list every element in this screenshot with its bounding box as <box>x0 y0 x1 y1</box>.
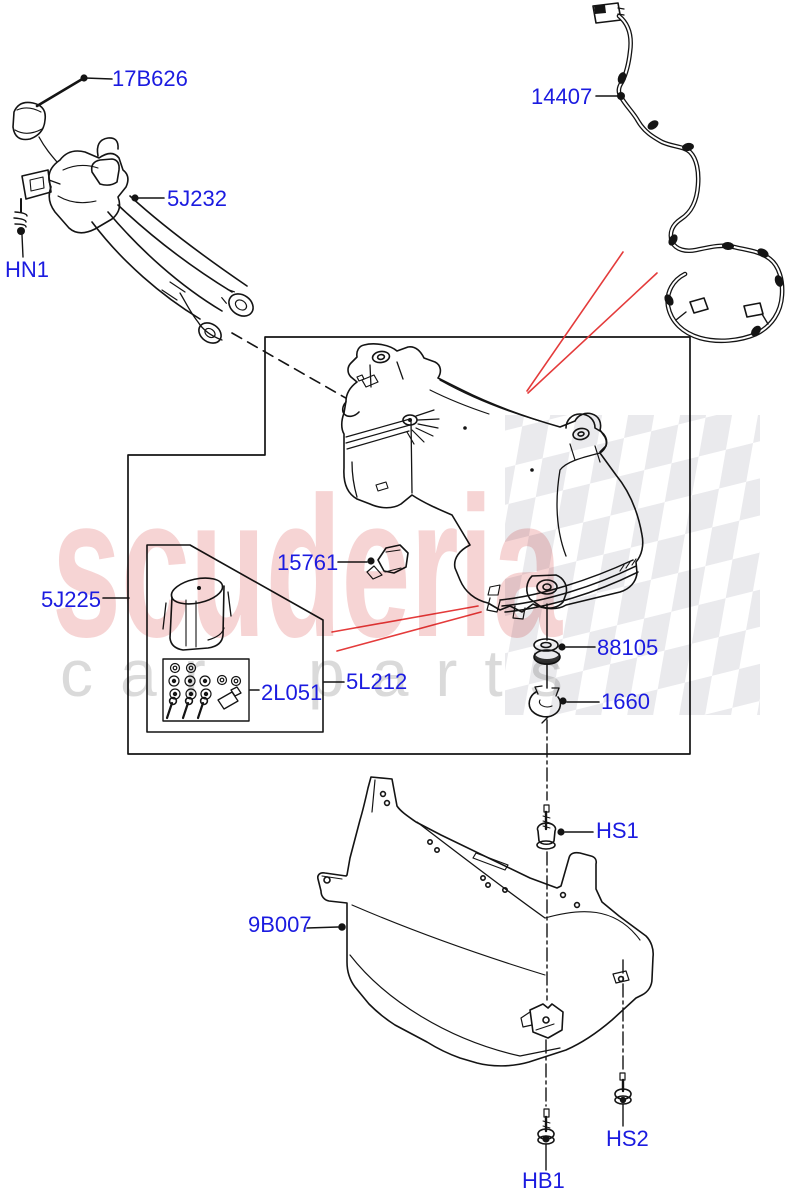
part-label-88105: 88105 <box>597 635 659 660</box>
part-label-9B007: 9B007 <box>248 912 312 937</box>
bolt-hb1 <box>537 1108 555 1145</box>
part-label-5J232: 5J232 <box>167 186 227 211</box>
fitting-15761 <box>337 544 409 580</box>
part-label-HB1: HB1 <box>522 1168 565 1193</box>
assembly-dash-line <box>231 332 352 402</box>
pump-module <box>162 577 232 651</box>
wiring-harness <box>592 2 785 344</box>
part-label-5L212: 5L212 <box>346 669 408 694</box>
part-label-15761: 15761 <box>277 550 339 575</box>
service-kit-box <box>102 544 345 733</box>
part-label-14407: 14407 <box>531 84 593 109</box>
hardware-kit <box>162 658 250 722</box>
part-label-17B626: 17B626 <box>112 66 188 91</box>
part-label-HN1: HN1 <box>5 257 50 282</box>
highlight-lines <box>331 251 658 652</box>
screw-hs1 <box>536 804 594 850</box>
part-label-HS1: HS1 <box>596 818 639 843</box>
part-label-2L051: 2L051 <box>261 680 323 705</box>
watermark-brand-text: scuderia <box>52 456 563 679</box>
part-label-5J225: 5J225 <box>41 587 101 612</box>
watermark-subtitle-text: car parts <box>60 636 590 710</box>
part-label-1660: 1660 <box>601 689 650 714</box>
screw-hs2 <box>614 1072 632 1105</box>
center-lines <box>545 719 624 1171</box>
part-label-HS2: HS2 <box>606 1126 649 1151</box>
filler-pipe-assembly <box>12 74 254 344</box>
skid-plate <box>306 776 654 1067</box>
outer-box <box>127 336 691 755</box>
